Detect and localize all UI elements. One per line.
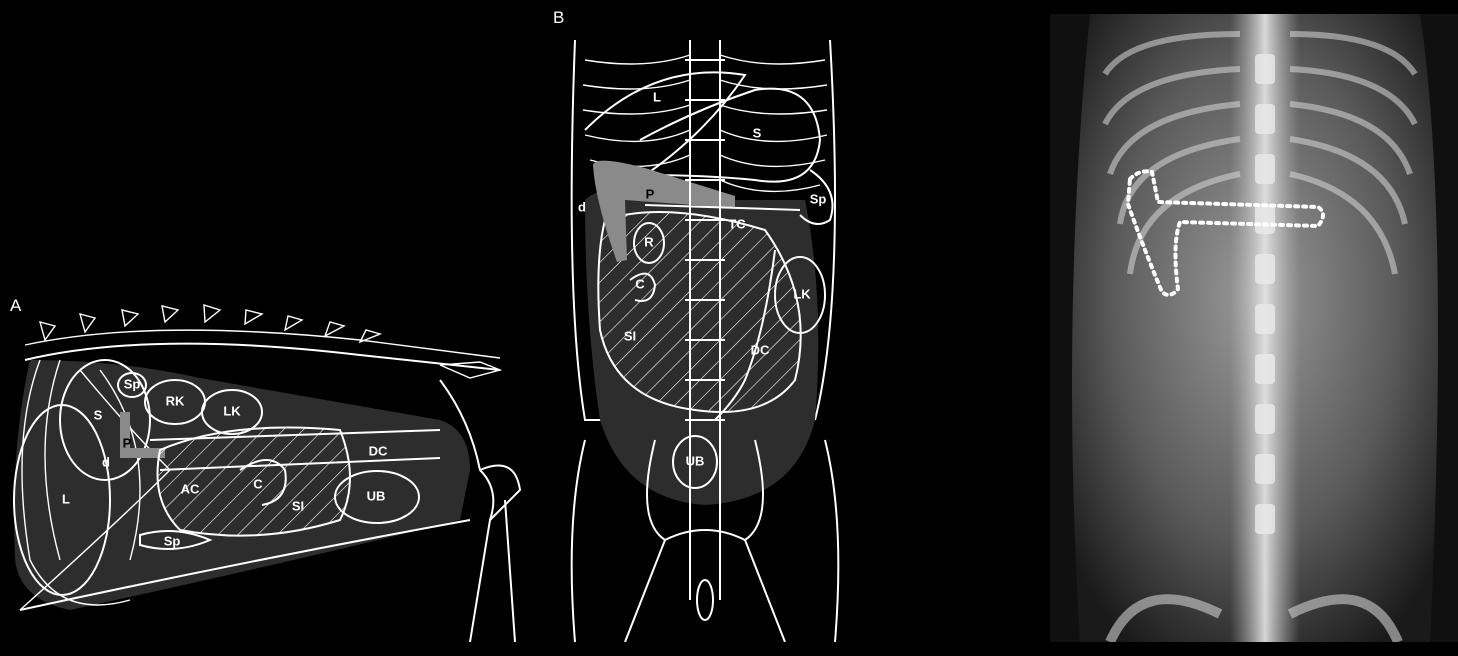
label-a-l: L [62, 491, 70, 506]
label-a-c: C [253, 476, 263, 491]
label-b-si: SI [624, 328, 636, 343]
label-b-l: L [653, 89, 661, 104]
label-a-sp-bottom: Sp [164, 533, 181, 548]
label-a-dc: DC [369, 443, 388, 458]
label-b-s: S [753, 125, 762, 140]
panel-a-lateral-diagram: A [0, 0, 545, 642]
stomach-vd [640, 89, 820, 182]
panel-c-radiograph [1050, 14, 1458, 656]
label-b-tc: TC [728, 216, 746, 231]
label-b-sp: Sp [810, 191, 827, 206]
label-a-p: P [123, 435, 132, 450]
panel-a-letter: A [10, 296, 21, 316]
label-b-r: R [644, 234, 654, 249]
label-b-c: C [635, 276, 645, 291]
label-a-sp-top: Sp [124, 376, 141, 391]
label-a-d: d [102, 454, 110, 469]
lateral-abdomen-svg: Sp RK LK S P d DC AC C SI UB L Sp [0, 0, 545, 642]
label-a-si: SI [292, 498, 304, 513]
label-b-dc: DC [751, 342, 770, 357]
label-a-ac: AC [181, 481, 200, 496]
small-intestine-vd [598, 212, 800, 412]
panel-b-ventrodorsal-diagram: B [545, 0, 860, 642]
label-b-lk: LK [793, 286, 811, 301]
label-b-ub: UB [686, 453, 705, 468]
label-b-p: P [646, 186, 655, 201]
label-a-lk: LK [223, 403, 241, 418]
ventrodorsal-abdomen-svg: L S P d Sp TC R C LK SI DC UB [545, 0, 860, 642]
label-a-ub: UB [367, 488, 386, 503]
xray-image [1050, 14, 1458, 642]
label-b-d: d [578, 199, 586, 214]
label-a-rk: RK [166, 393, 185, 408]
label-a-s: S [94, 407, 103, 422]
panel-b-letter: B [553, 8, 564, 28]
